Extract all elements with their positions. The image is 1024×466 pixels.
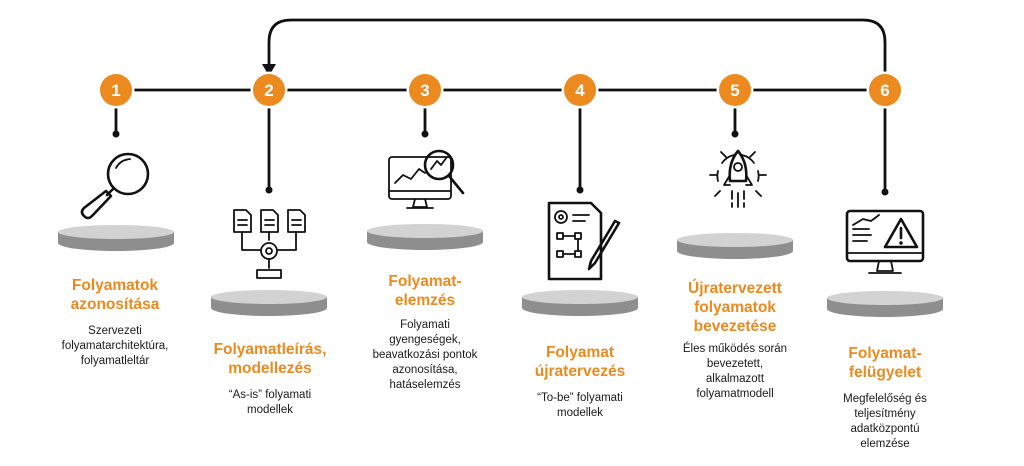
warning-monitor-icon <box>845 209 925 274</box>
step-1-number: 1 <box>97 71 135 109</box>
step-6-title: Folyamat-felügyelet <box>848 345 922 381</box>
step-number-circles: 1 2 3 4 5 6 <box>97 71 904 109</box>
process-flow-icon <box>233 209 306 279</box>
step-2-text: Folyamatleírás,modellezés “As-is” folyam… <box>180 340 360 418</box>
platform-3 <box>367 224 483 250</box>
connector-dot-1 <box>112 130 120 138</box>
platform-1 <box>58 225 174 251</box>
connector-dot-2 <box>265 186 273 194</box>
feedback-loop-arrow <box>267 18 887 79</box>
magnifier-icon <box>80 152 150 220</box>
platform-5 <box>677 233 793 259</box>
step-4-number-label: 4 <box>575 81 585 100</box>
step-5-number: 5 <box>716 71 754 109</box>
step-6-number: 6 <box>866 71 904 109</box>
analytics-monitor-icon <box>388 149 465 209</box>
connector-dot-5 <box>731 130 739 138</box>
rocket-gear-icon <box>709 149 767 208</box>
platform-2 <box>211 290 327 316</box>
feedback-arrowhead <box>262 64 276 76</box>
step-3-number-label: 3 <box>420 81 429 100</box>
step-3-number: 3 <box>406 71 444 109</box>
redesign-document-icon <box>547 201 621 281</box>
step-2-number: 2 <box>250 71 288 109</box>
step-4-number: 4 <box>561 71 599 109</box>
step-2-title: Folyamatleírás,modellezés <box>213 341 327 377</box>
connectors <box>112 104 889 196</box>
step-6-number-label: 6 <box>880 81 889 100</box>
connector-dot-6 <box>881 188 889 196</box>
step-2-number-label: 2 <box>264 81 273 100</box>
step-1-number-label: 1 <box>111 81 120 100</box>
connector-dot-3 <box>421 130 429 138</box>
connector-dot-4 <box>576 186 584 194</box>
platform-6 <box>827 291 943 317</box>
platform-4 <box>522 290 638 316</box>
platforms <box>58 224 943 317</box>
step-3-title: Folyamat-elemzés <box>388 273 462 309</box>
step-5-number-label: 5 <box>730 81 739 100</box>
